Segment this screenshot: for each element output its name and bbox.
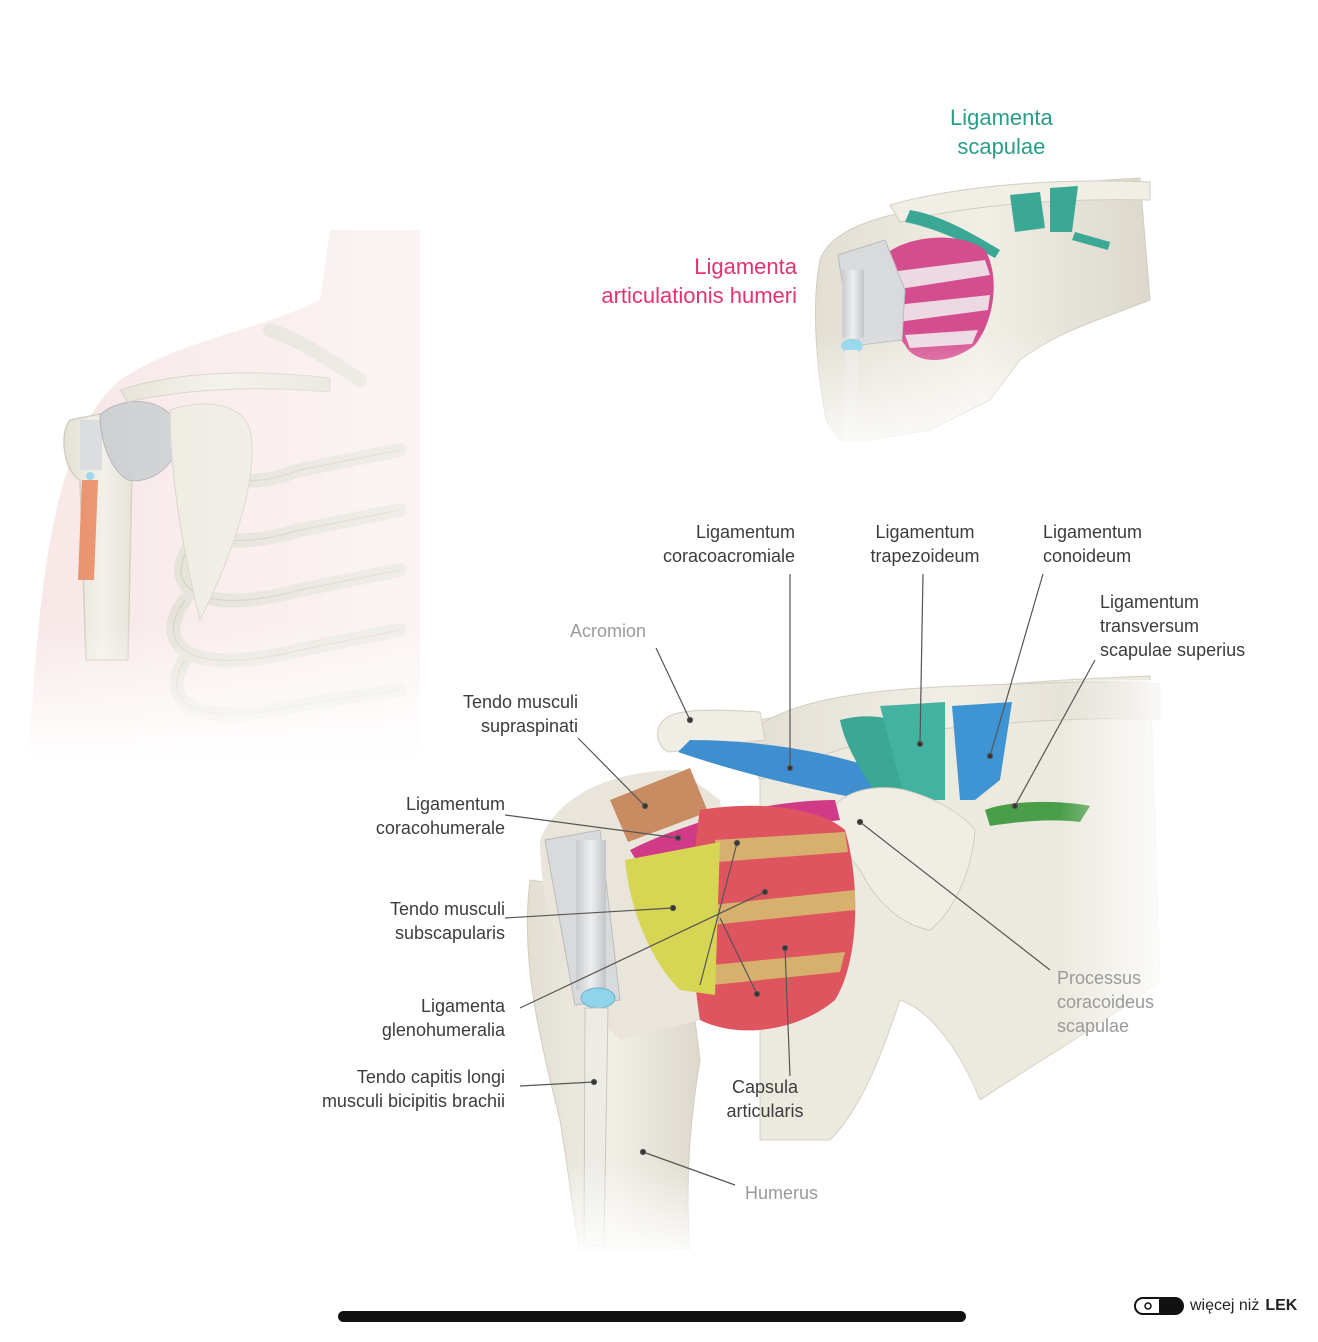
overview-thorax xyxy=(0,230,420,760)
label-transversum: Ligamentum transversum scapulae superius xyxy=(1100,590,1245,662)
label-line: Processus xyxy=(1057,968,1142,988)
label-line: coracohumerale xyxy=(375,818,505,838)
label-line: Tendo capitis longi xyxy=(356,1067,505,1087)
label-line: subscapularis xyxy=(394,923,505,943)
brand-bold: LEK xyxy=(1265,1297,1298,1314)
label-line: Ligamentum xyxy=(405,794,505,814)
label-line: Humerus xyxy=(745,1183,819,1203)
small-shoulder-view xyxy=(800,177,1160,470)
label-coracohumerale: Ligamentum coracohumerale xyxy=(330,792,505,840)
label-supraspinati: Tendo musculi supraspinati xyxy=(400,690,578,738)
header-ligamenta-humeri: Ligamenta articulationis humeri xyxy=(560,252,797,310)
header-humeri-line2: articulationis humeri xyxy=(601,283,797,308)
label-line: coracoideus xyxy=(1057,992,1155,1012)
label-line: conoideum xyxy=(1043,546,1132,566)
header-scapulae-line2: scapulae xyxy=(957,134,1046,159)
label-coracoacromiale: Ligamentum coracoacromiale xyxy=(620,520,795,568)
label-line: supraspinati xyxy=(480,716,578,736)
pill-logo-icon xyxy=(1134,1296,1184,1316)
label-biceps-tendon: Tendo capitis longi musculi bicipitis br… xyxy=(280,1065,505,1113)
header-scapulae-line1: Ligamenta xyxy=(950,105,1053,130)
brand-text: więcej niż xyxy=(1190,1297,1260,1314)
label-capsula: Capsula articularis xyxy=(715,1075,815,1123)
header-ligamenta-scapulae: Ligamenta scapulae xyxy=(950,103,1053,161)
label-line: coracoacromiale xyxy=(662,546,795,566)
home-indicator[interactable] xyxy=(338,1311,966,1322)
label-line: Ligamenta xyxy=(420,996,505,1016)
label-line: Tendo musculi xyxy=(462,692,578,712)
label-line: glenohumeralia xyxy=(381,1020,505,1040)
label-line: Ligamentum xyxy=(1100,592,1200,612)
label-line: Tendo musculi xyxy=(389,899,505,919)
label-line: Acromion xyxy=(570,621,647,641)
label-line: scapulae xyxy=(1057,1016,1130,1036)
label-line: Ligamentum xyxy=(875,522,975,542)
label-line: Ligamentum xyxy=(695,522,795,542)
label-humerus: Humerus xyxy=(745,1181,818,1205)
leader-lines xyxy=(504,573,1096,1186)
label-line: transversum xyxy=(1100,616,1200,636)
label-line: scapulae superius xyxy=(1100,640,1246,660)
label-coracoideus: Processus coracoideus scapulae xyxy=(1057,966,1154,1038)
header-humeri-line1: Ligamenta xyxy=(694,254,797,279)
label-line: articularis xyxy=(726,1101,804,1121)
label-line: trapezoideum xyxy=(870,546,980,566)
label-acromion: Acromion xyxy=(570,619,646,643)
label-subscapularis: Tendo musculi subscapularis xyxy=(330,897,505,945)
label-glenohumeralia: Ligamenta glenohumeralia xyxy=(330,994,505,1042)
brand-watermark: więcej niż LEK xyxy=(1134,1294,1297,1318)
label-line: Ligamentum xyxy=(1043,522,1143,542)
label-conoideum: Ligamentum conoideum xyxy=(1043,520,1142,568)
label-line: Capsula xyxy=(731,1077,799,1097)
label-trapezoideum: Ligamentum trapezoideum xyxy=(850,520,1000,568)
label-line: musculi bicipitis brachii xyxy=(321,1091,505,1111)
